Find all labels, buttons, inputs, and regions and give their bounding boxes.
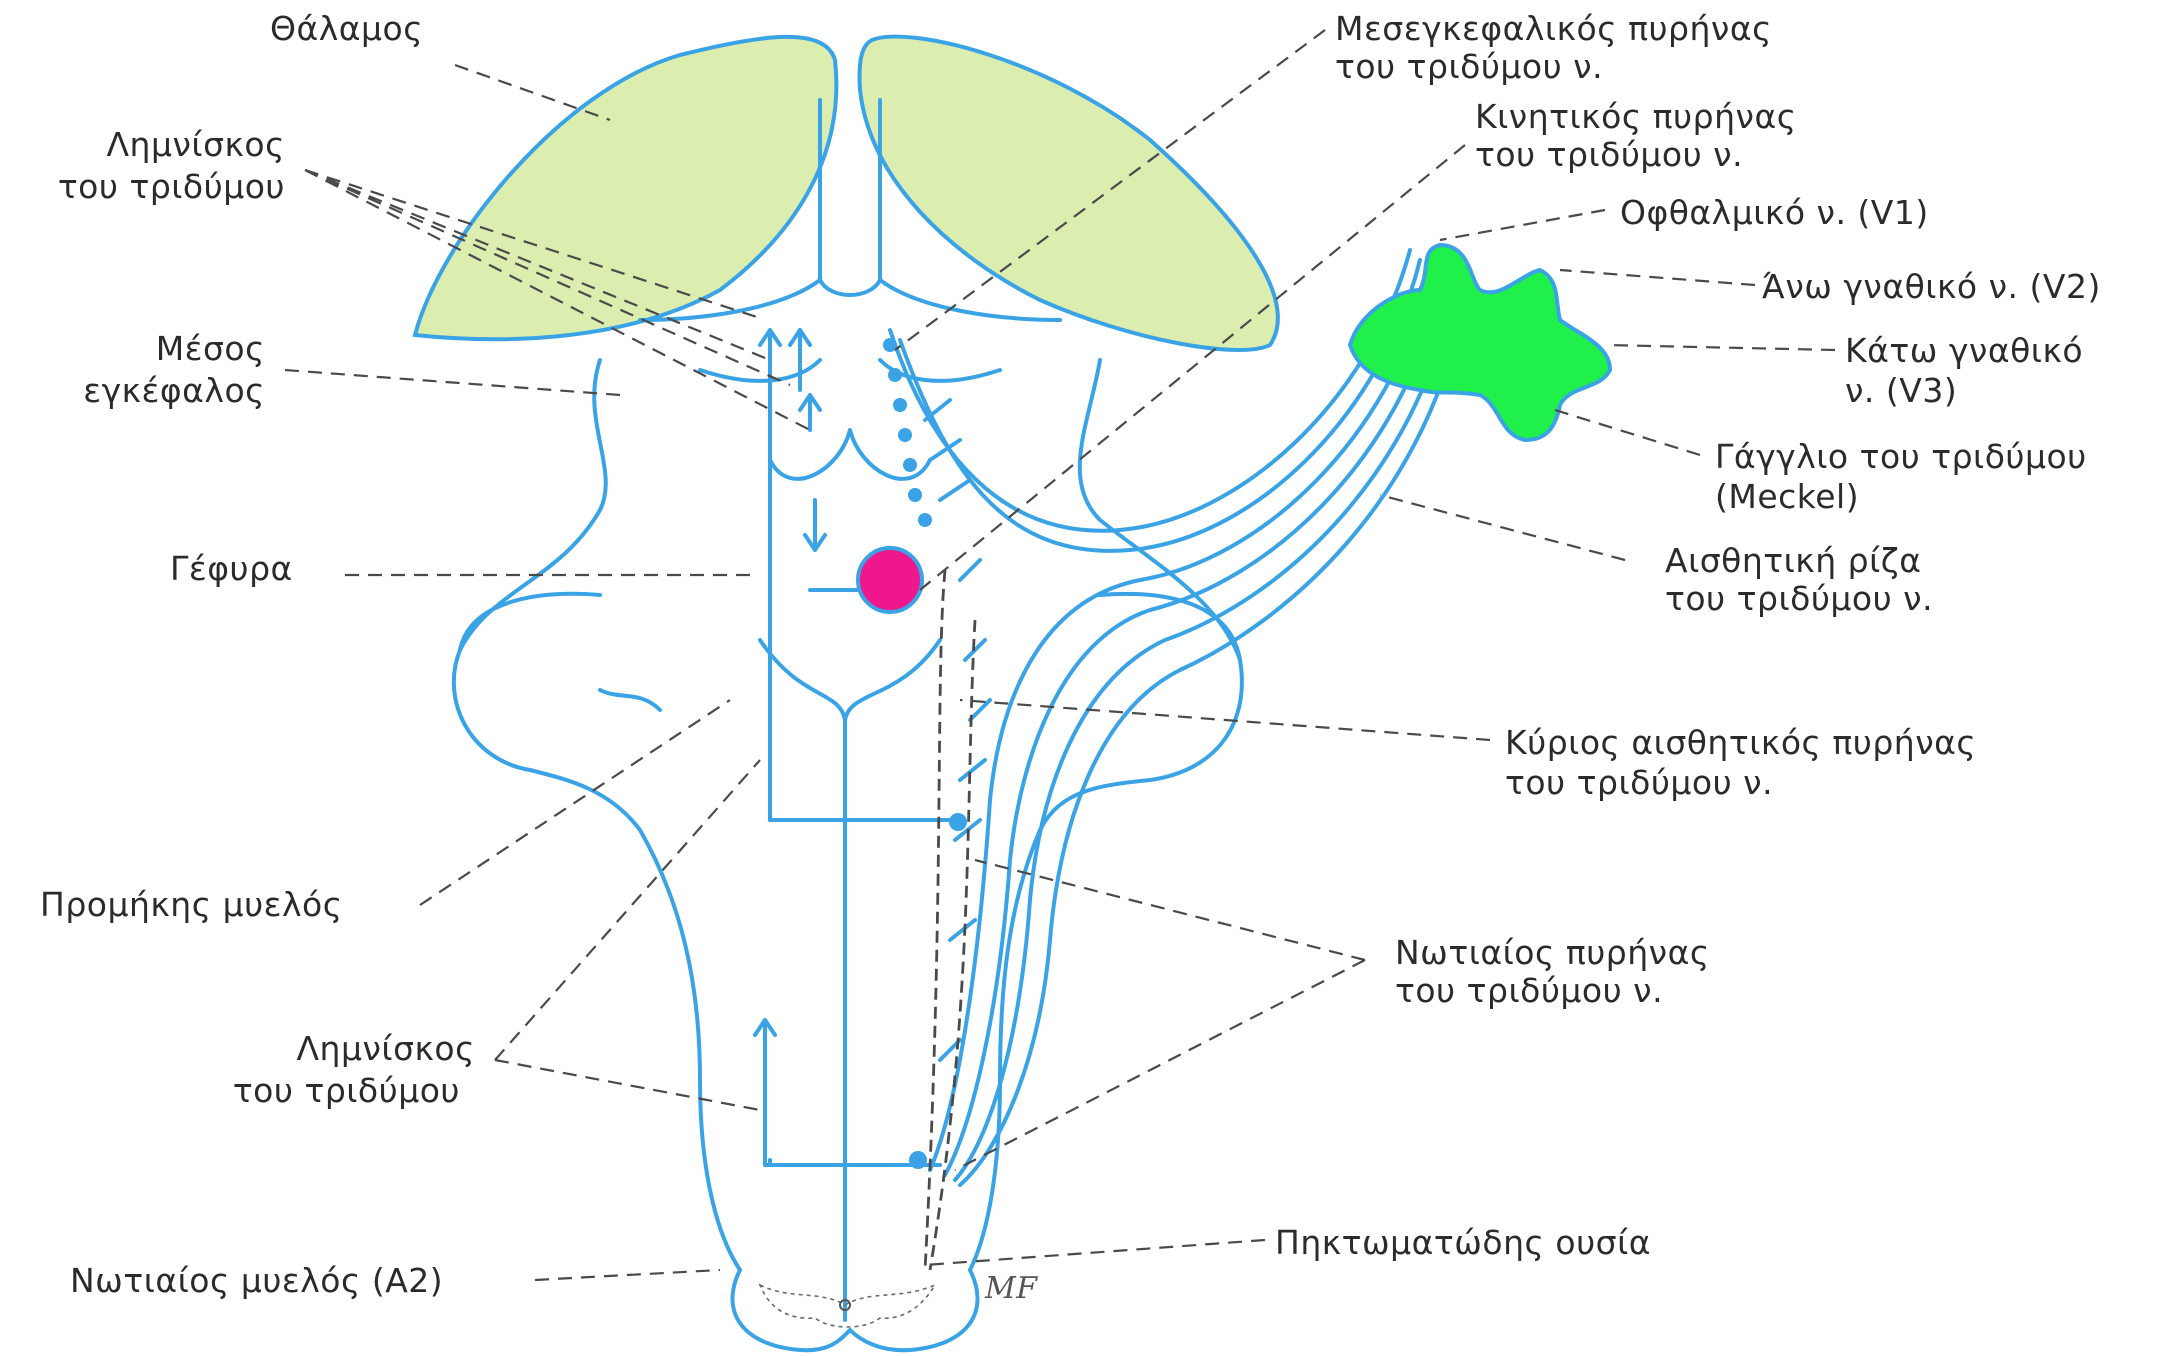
label-mandibular-2: ν. (V3) bbox=[1845, 370, 1957, 412]
label-ganglion-1: Γάγγλιο του τριδύμου bbox=[1715, 436, 2087, 478]
trigeminal-ganglion bbox=[1350, 245, 1610, 440]
artist-signature: MF bbox=[985, 1268, 1038, 1310]
label-spinal-cord: Νωτιαίος μυελός (Α2) bbox=[70, 1260, 443, 1302]
label-lemniscus-bottom-2: του τριδύμου bbox=[150, 1070, 460, 1112]
label-thalamus: Θάλαμος bbox=[270, 8, 423, 50]
sensory-root-fibers bbox=[890, 250, 1460, 1185]
label-midbrain-1: Μέσος bbox=[40, 328, 265, 370]
label-motor-1: Κινητικός πυρήνας bbox=[1475, 96, 1797, 138]
label-pons: Γέφυρα bbox=[170, 548, 293, 590]
lemniscus-arrows bbox=[755, 330, 940, 1165]
label-lemniscus-bottom-1: Λημνίσκος bbox=[150, 1028, 475, 1070]
label-spinal-nucleus-2: του τριδύμου ν. bbox=[1395, 970, 1663, 1012]
label-mesencephalic-2: του τριδύμου ν. bbox=[1335, 46, 1603, 88]
label-ophthalmic: Οφθαλμικό ν. (V1) bbox=[1620, 192, 1929, 234]
spinal-cord-section bbox=[760, 1285, 935, 1327]
label-motor-2: του τριδύμου ν. bbox=[1475, 134, 1743, 176]
thalamus-left bbox=[415, 37, 836, 339]
label-medulla: Προμήκης μυελός bbox=[40, 884, 343, 926]
label-sensory-root-2: του τριδύμου ν. bbox=[1665, 578, 1933, 620]
label-mesencephalic-1: Μεσεγκεφαλικός πυρήνας bbox=[1335, 8, 1772, 50]
label-sensory-root-1: Αισθητική ρίζα bbox=[1665, 540, 1921, 582]
label-ganglion-2: (Meckel) bbox=[1715, 476, 1859, 518]
label-gelatinosa: Πηκτωματώδης ουσία bbox=[1275, 1222, 1651, 1264]
label-spinal-nucleus-1: Νωτιαίος πυρήνας bbox=[1395, 932, 1710, 974]
label-lemniscus-top-2: του τριδύμου bbox=[10, 166, 285, 208]
label-mandibular-1: Κάτω γναθικό bbox=[1845, 330, 2083, 372]
label-maxillary: Άνω γναθικό ν. (V2) bbox=[1762, 266, 2101, 308]
motor-nucleus bbox=[858, 548, 922, 612]
label-principal-1: Κύριος αισθητικός πυρήνας bbox=[1505, 722, 1976, 764]
label-midbrain-2: εγκέφαλος bbox=[40, 370, 265, 412]
label-lemniscus-top-1: Λημνίσκος bbox=[40, 124, 285, 166]
label-principal-2: του τριδύμου ν. bbox=[1505, 762, 1773, 804]
